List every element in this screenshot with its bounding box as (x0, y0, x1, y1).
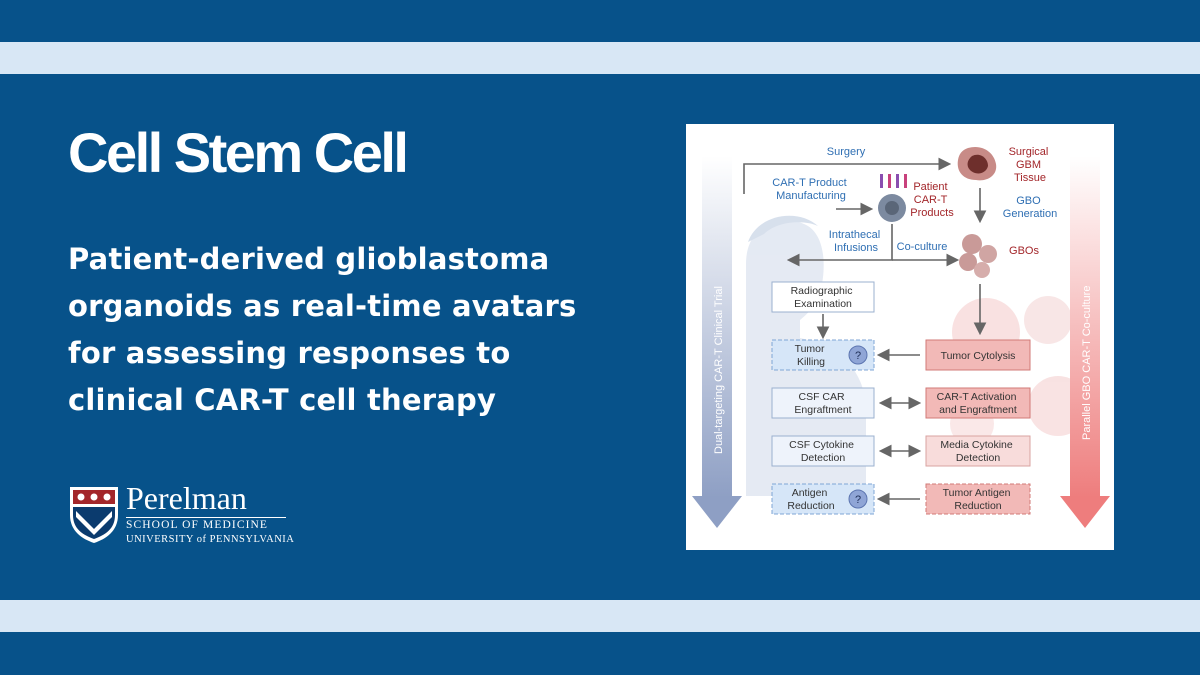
left-trial-arrow (692, 156, 742, 528)
tumor-killing-question: ? (855, 350, 861, 362)
radiographic-label: Radiographic Examination (791, 285, 856, 310)
media-cytokine-label: Media Cytokine Detection (940, 439, 1015, 464)
journal-title: Cell Stem Cell (68, 121, 409, 184)
logo-divider (126, 517, 286, 518)
surgical-tissue-label: Surgical GBM Tissue (1009, 146, 1052, 184)
car-t-activation-label: CAR-T Activation and Engraftment (937, 391, 1020, 416)
organoid-backdrop (950, 296, 1088, 446)
institution-name: Perelman (126, 480, 247, 516)
tumor-antigen-label: Tumor Antigen Reduction (943, 487, 1014, 512)
tumor-killing-label: Tumor Killing (795, 343, 828, 368)
headline-line-2: organoids as real-time avatars (68, 289, 577, 323)
car-t-activation-box (925, 387, 1031, 419)
gbos-label: GBOs (1009, 245, 1039, 257)
radiographic-box (771, 281, 875, 313)
graphical-abstract-diagram: Dual-targeting CAR-T Clinical Trial Para… (692, 146, 1110, 528)
antigen-reduction-question: ? (855, 494, 861, 506)
right-arrow-label: Parallel GBO CAR-T Co-culture (1081, 286, 1093, 440)
headline-line-1: Patient-derived glioblastoma (68, 242, 550, 276)
bottom-stripe (0, 600, 1200, 632)
manufacturing-label: CAR-T Product Manufacturing (772, 177, 849, 202)
left-arrow-label: Dual-targeting CAR-T Clinical Trial (713, 286, 725, 454)
car-t-cell-icon (878, 174, 907, 222)
top-stripe (0, 42, 1200, 74)
perelman-logo: Perelman SCHOOL OF MEDICINE UNIVERSITY o… (68, 481, 298, 547)
tumor-antigen-box (925, 483, 1031, 515)
tumor-cytolysis-box (925, 339, 1031, 371)
tumor-cytolysis-label: Tumor Cytolysis (941, 350, 1016, 362)
antigen-reduction-question-icon (848, 489, 868, 509)
patient-products-label: Patient CAR-T Products (910, 181, 954, 219)
csf-cytokine-label: CSF Cytokine Detection (789, 439, 857, 464)
surgery-arrow (743, 157, 952, 194)
antigen-reduction-label: Antigen Reduction (787, 487, 834, 512)
right-coculture-arrow (1060, 156, 1110, 528)
graphical-abstract: Dual-targeting CAR-T Clinical Trial Para… (686, 124, 1114, 550)
csf-car-box (771, 387, 875, 419)
headline-line-3: for assessing responses to (68, 336, 511, 370)
intrathecal-label: Intrathecal Infusions (829, 229, 883, 254)
surgery-label: Surgery (827, 146, 866, 158)
article-headline: Patient-derived glioblastoma organoids a… (68, 236, 628, 424)
gbm-tissue-icon (957, 146, 997, 181)
gbo-cluster-icon (959, 234, 997, 278)
csf-car-label: CSF CAR Engraftment (794, 391, 851, 416)
headline-line-4: clinical CAR-T cell therapy (68, 383, 497, 417)
tumor-killing-question-icon (848, 345, 868, 365)
media-cytokine-box (925, 435, 1031, 467)
penn-shield-icon (70, 487, 118, 543)
gbo-generation-label: GBO Generation (1003, 195, 1057, 220)
school-name: SCHOOL OF MEDICINE (126, 519, 269, 531)
csf-cytokine-box (771, 435, 875, 467)
coculture-label: Co-culture (897, 241, 948, 253)
university-name: UNIVERSITY of PENNSYLVANIA (126, 534, 295, 545)
